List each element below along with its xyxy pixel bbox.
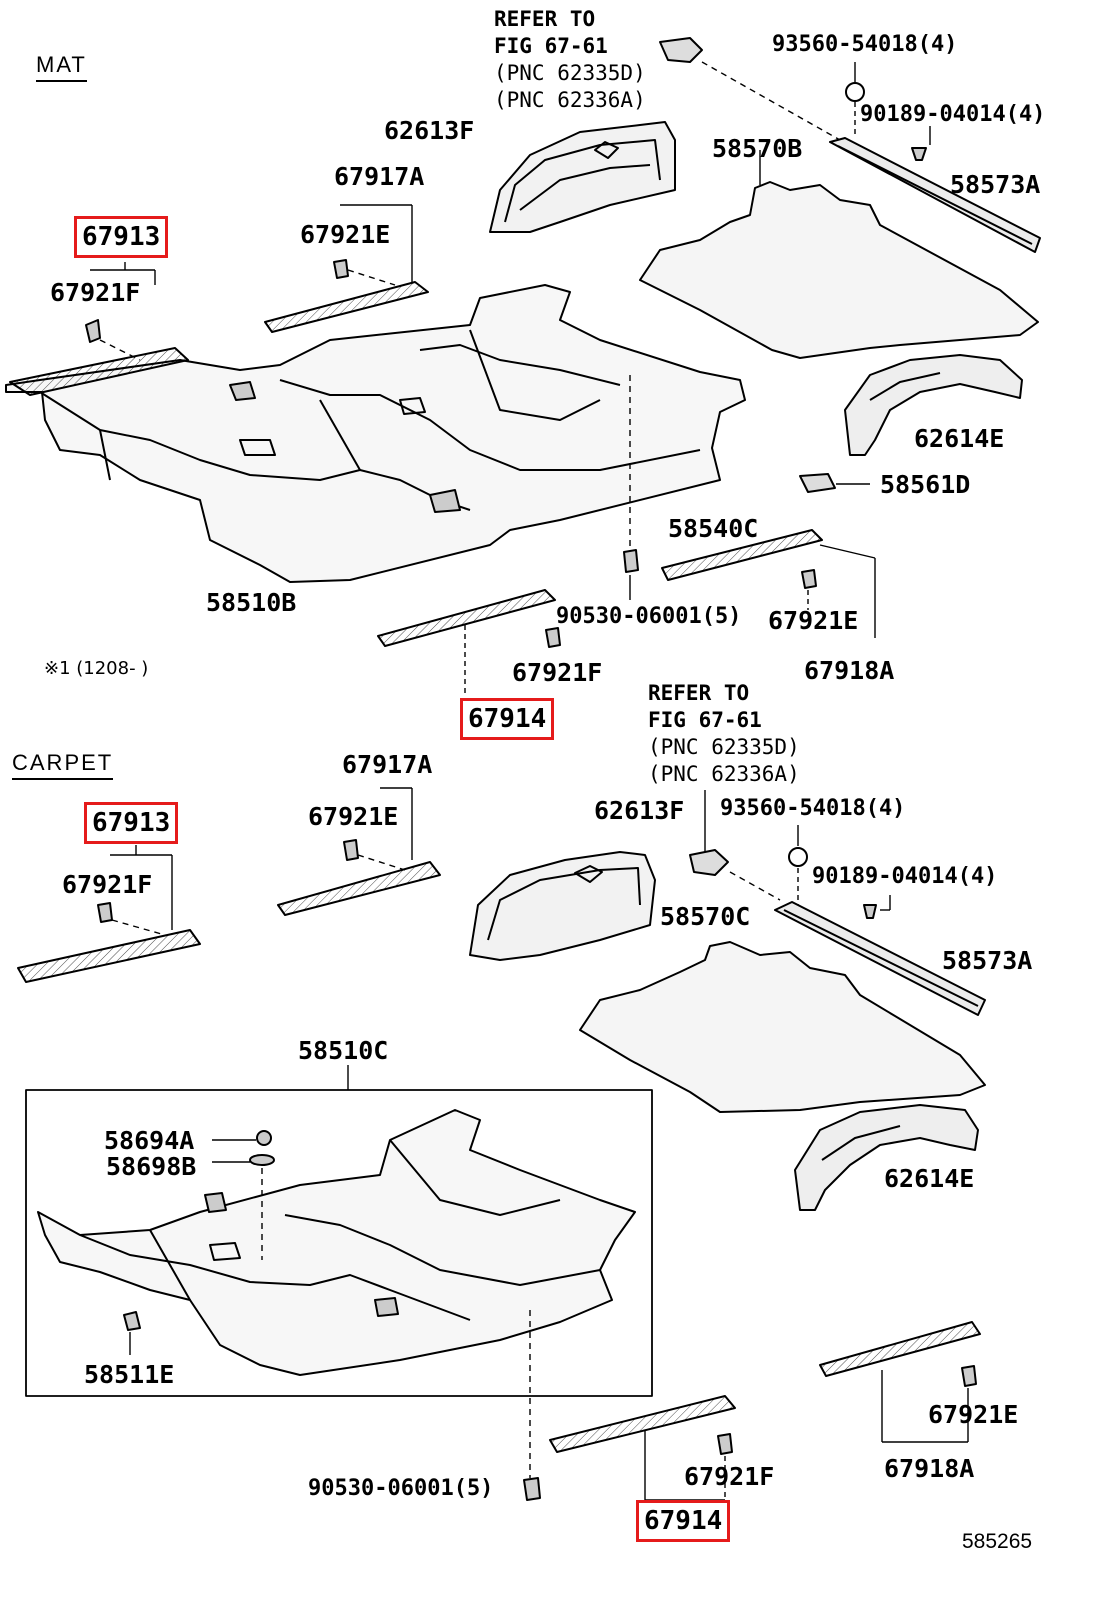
mat-label-67921f-mid[interactable]: 67921F [512, 658, 603, 687]
carpet-refer-line1: REFER TO [648, 681, 750, 705]
mat-67921f-clip [85, 319, 101, 343]
carpet-67917a-part [277, 861, 441, 916]
carpet-label-67914-highlight[interactable]: 67914 [636, 1500, 731, 1542]
carpet-90530-clip [523, 1477, 541, 1501]
mat-90530-clip [623, 549, 639, 573]
mat-label-58561d[interactable]: 58561D [880, 470, 971, 499]
mat-label-93560-54018[interactable]: 93560-54018(4) [772, 32, 958, 57]
carpet-58694a-nut [256, 1130, 272, 1146]
carpet-67914-part [549, 1395, 736, 1453]
carpet-refer-line4: (PNC 62336A) [648, 762, 800, 786]
mat-label-62613f[interactable]: 62613F [384, 116, 475, 145]
carpet-refer-line3: (PNC 62335D) [648, 735, 800, 759]
mat-58510b-part [5, 284, 746, 583]
carpet-label-93560-54018[interactable]: 93560-54018(4) [720, 796, 906, 821]
carpet-62613f-part [469, 851, 656, 961]
mat-label-67921f-left[interactable]: 67921F [50, 278, 141, 307]
mat-label-90530-06001[interactable]: 90530-06001(5) [556, 604, 742, 629]
mat-label-62614e[interactable]: 62614E [914, 424, 1005, 453]
mat-90189-clip [911, 147, 927, 161]
mat-58570b-part [639, 181, 1039, 359]
mat-93560-screw [845, 82, 865, 102]
carpet-label-90189-04014[interactable]: 90189-04014(4) [812, 864, 998, 889]
carpet-label-62614e[interactable]: 62614E [884, 1164, 975, 1193]
mat-label-67913-highlight[interactable]: 67913 [74, 216, 169, 258]
mat-58573a-part [829, 137, 1041, 253]
carpet-67918a-part [819, 1321, 981, 1377]
mat-67921e-clip-top [333, 259, 349, 279]
carpet-58570c-part [579, 941, 986, 1113]
carpet-58698b-washer [249, 1154, 275, 1166]
carpet-label-90530-06001[interactable]: 90530-06001(5) [308, 1476, 494, 1501]
carpet-67921f-clip [97, 902, 113, 923]
mat-label-90189-04014[interactable]: 90189-04014(4) [860, 102, 1046, 127]
carpet-label-67921e[interactable]: 67921E [308, 802, 399, 831]
carpet-label-67921f-mid[interactable]: 67921F [684, 1462, 775, 1491]
mat-58561d-part [799, 473, 836, 493]
carpet-label-67913-highlight[interactable]: 67913 [84, 802, 179, 844]
mat-label-58510b[interactable]: 58510B [206, 588, 297, 617]
carpet-58511e-clip [123, 1311, 141, 1331]
mat-refer-line4: (PNC 62336A) [494, 88, 646, 112]
carpet-93560-screw [788, 847, 808, 867]
mat-refer-line3: (PNC 62335D) [494, 61, 646, 85]
mat-label-67921e-top[interactable]: 67921E [300, 220, 391, 249]
mat-label-67918a[interactable]: 67918A [804, 656, 895, 685]
mat-67913-part [9, 347, 189, 396]
mat-refer-note: REFER TO FIG 67-61 (PNC 62335D) (PNC 623… [494, 6, 646, 114]
carpet-refer-line2: FIG 67-61 [648, 708, 762, 732]
carpet-58510c-part [37, 1109, 636, 1376]
carpet-label-58694a[interactable]: 58694A [104, 1126, 195, 1155]
mat-67914-part [377, 589, 556, 647]
carpet-label-67921e-right[interactable]: 67921E [928, 1400, 1019, 1429]
mat-62613f-part [489, 121, 676, 233]
section-carpet-heading: CARPET [12, 750, 114, 780]
carpet-67913-part [17, 929, 201, 983]
carpet-label-58570c[interactable]: 58570C [660, 902, 751, 931]
mat-58540c-part [661, 529, 823, 581]
carpet-label-58698b[interactable]: 58698B [106, 1152, 197, 1181]
mat-67917a-part [264, 281, 429, 333]
carpet-label-62613f[interactable]: 62613F [594, 796, 685, 825]
carpet-58510c-box [25, 1089, 653, 1397]
mat-label-58540c[interactable]: 58540C [668, 514, 759, 543]
carpet-refer-clip [689, 849, 729, 876]
carpet-label-58511e[interactable]: 58511E [84, 1360, 175, 1389]
section-mat-heading: MAT [36, 52, 87, 82]
carpet-label-67918a[interactable]: 67918A [884, 1454, 975, 1483]
carpet-67921e-clip [343, 839, 359, 861]
mat-label-67914-highlight[interactable]: 67914 [460, 698, 555, 740]
mat-refer-line1: REFER TO [494, 7, 596, 31]
applicability-note: ※1 (1208- ) [44, 658, 149, 679]
mat-refer-line2: FIG 67-61 [494, 34, 608, 58]
carpet-label-67917a[interactable]: 67917A [342, 750, 433, 779]
carpet-label-58573a[interactable]: 58573A [942, 946, 1033, 975]
carpet-label-58510c[interactable]: 58510C [298, 1036, 389, 1065]
carpet-62614e-part [794, 1104, 979, 1211]
mat-label-58570b[interactable]: 58570B [712, 134, 803, 163]
figure-code: 585265 [962, 1530, 1033, 1553]
carpet-refer-note: REFER TO FIG 67-61 (PNC 62335D) (PNC 623… [648, 680, 800, 788]
mat-label-67917a[interactable]: 67917A [334, 162, 425, 191]
mat-62614e-part [844, 354, 1023, 456]
mat-label-67921e-right[interactable]: 67921E [768, 606, 859, 635]
carpet-label-67921f-left[interactable]: 67921F [62, 870, 153, 899]
mat-refer-clip [659, 37, 841, 141]
mat-label-58573a[interactable]: 58573A [950, 170, 1041, 199]
carpet-90189-clip [863, 904, 877, 919]
